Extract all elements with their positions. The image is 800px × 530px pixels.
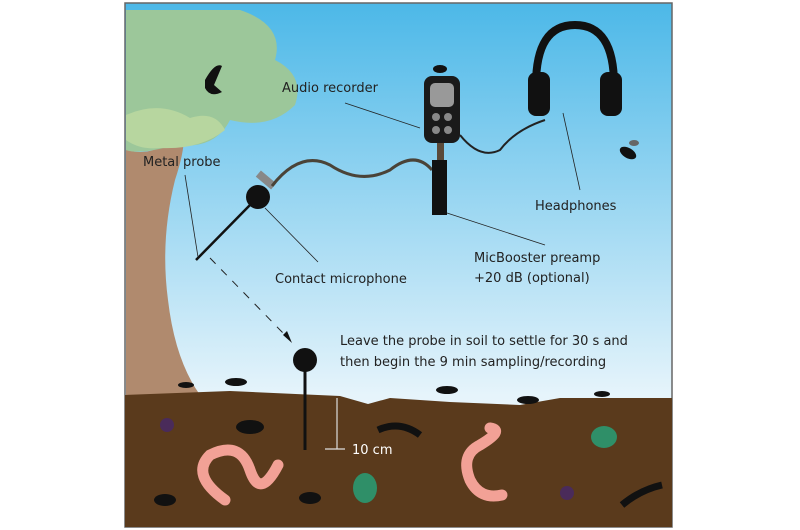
spider-icons [160,418,574,500]
mic-cable [270,158,434,187]
contact-microphone [246,185,270,209]
metal-probe [195,204,251,261]
ant-icons [178,378,610,404]
bee-icon [619,140,639,160]
depth-label: 10 cm [352,443,393,458]
earthworm-icons [197,422,508,506]
isopod-and-millipede-icons [154,420,663,508]
label-headphones: Headphones [535,199,617,214]
leader-lines [184,102,581,263]
arrowhead-icon [283,331,292,343]
beetle-icons [353,426,617,503]
depth-marker [325,398,345,450]
label-preamp-gain: +20 dB (optional) [474,271,590,286]
headphones-icon [528,20,622,116]
instruction-line-2: then begin the 9 min sampling/recording [340,355,606,370]
label-metal-probe: Metal probe [143,155,221,170]
instruction-line-1: Leave the probe in soil to settle for 30… [340,334,628,349]
label-preamp: MicBooster preamp [474,251,600,266]
butterfly-icon [205,65,222,95]
label-audio-recorder: Audio recorder [282,81,379,96]
dashed-arrow [209,257,284,334]
audio-recorder-icon [424,65,460,215]
probe-in-soil [293,348,317,450]
label-contact-microphone: Contact microphone [275,272,407,287]
headphone-cable [459,119,546,154]
